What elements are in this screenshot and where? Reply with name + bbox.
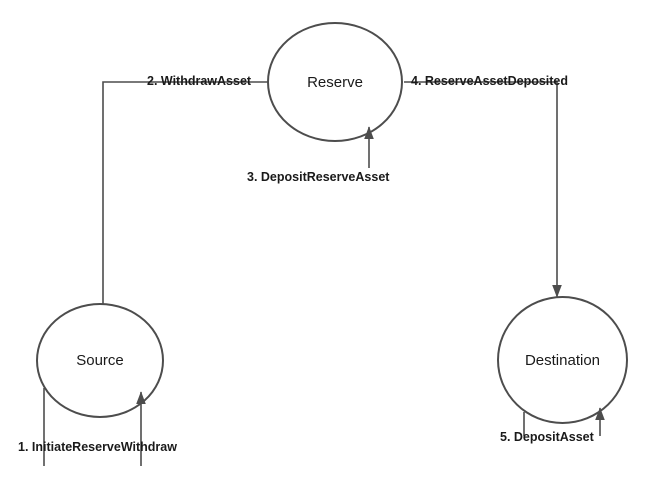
- edge-label-reserve-asset-deposited: 4. ReserveAssetDeposited: [411, 74, 569, 88]
- edge-label-withdraw-asset: 2. WithdrawAsset: [147, 74, 252, 88]
- edge-label-deposit-asset: 5. DepositAsset: [500, 430, 594, 444]
- connector-withdraw-asset: [102, 81, 268, 304]
- node-source[interactable]: Source: [36, 303, 164, 418]
- edge-label-initiate-reserve-withdraw: 1. InitiateReserveWithdraw: [18, 440, 177, 454]
- edge-label-deposit-reserve-asset: 3. DepositReserveAsset: [247, 170, 390, 184]
- node-reserve-label: Reserve: [307, 73, 363, 91]
- node-source-label: Source: [76, 352, 124, 369]
- connector-reserve-asset-deposited: [404, 81, 562, 298]
- node-reserve[interactable]: Reserve: [267, 22, 403, 142]
- node-destination[interactable]: Destination: [497, 296, 628, 424]
- node-destination-label: Destination: [524, 351, 601, 369]
